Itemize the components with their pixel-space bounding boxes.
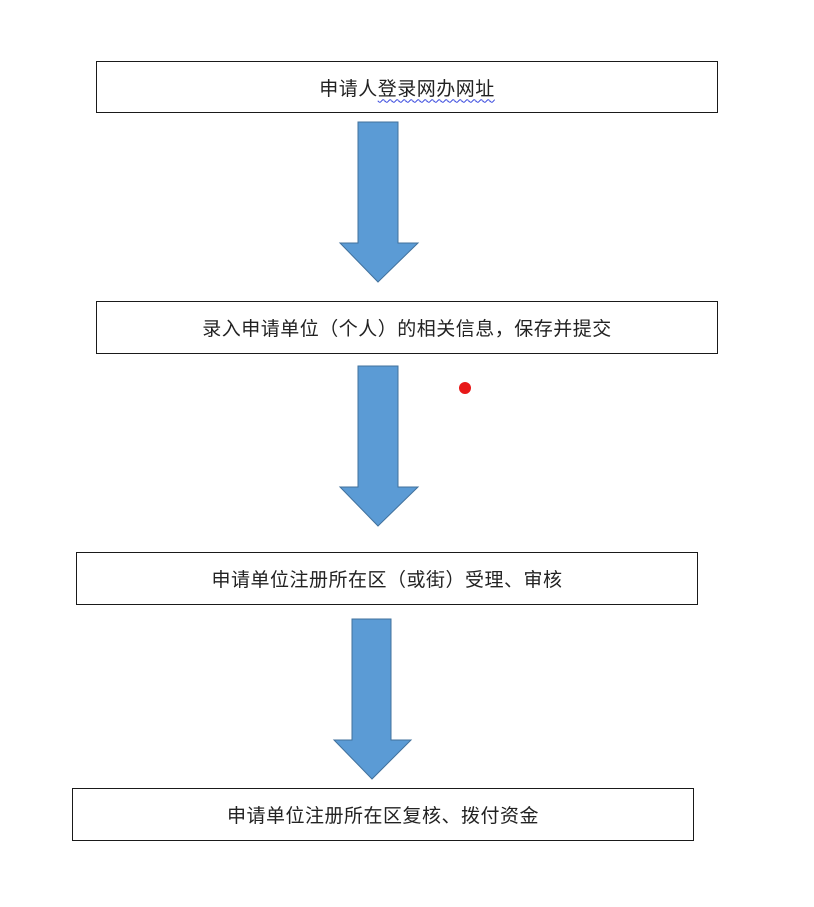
step-3-review: 申请单位注册所在区（或街）受理、审核	[76, 552, 698, 605]
step-4-text: 申请单位注册所在区复核、拨付资金	[226, 805, 539, 827]
step-1-text: 申请人登录网办网址	[319, 74, 495, 101]
down-arrow-2	[338, 365, 420, 527]
red-marker-dot	[459, 382, 471, 394]
step-1-login: 申请人登录网办网址	[96, 61, 718, 113]
step-2-enter-info: 录入申请单位（个人）的相关信息，保存并提交	[96, 301, 718, 354]
step-4-approve-funds: 申请单位注册所在区复核、拨付资金	[72, 788, 694, 841]
down-arrow-1	[338, 121, 420, 283]
step-2-text: 录入申请单位（个人）的相关信息，保存并提交	[202, 318, 612, 340]
spellcheck-marked-text: 登录网办网址	[377, 77, 495, 100]
step-3-text: 申请单位注册所在区（或街）受理、审核	[211, 569, 563, 591]
step-1-text-plain: 申请人	[319, 77, 378, 100]
down-arrow-3	[332, 618, 413, 780]
